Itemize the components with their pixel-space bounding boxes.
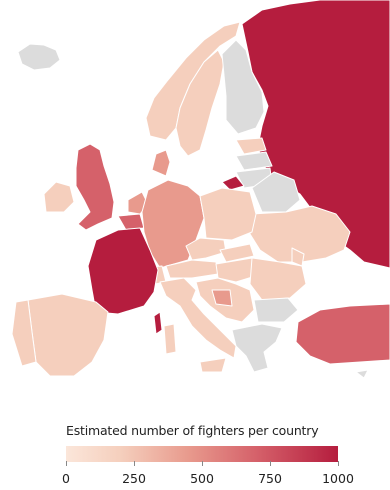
legend-tick-label: 500 xyxy=(190,471,214,486)
legend-tick-label: 1000 xyxy=(322,471,354,486)
region-cyprus xyxy=(355,369,369,379)
europe-map xyxy=(11,0,390,379)
region-sardinia xyxy=(163,323,177,355)
legend-tick-mark xyxy=(66,461,67,466)
region-greece xyxy=(231,323,283,373)
region-moldova xyxy=(291,247,305,267)
legend-tick-mark xyxy=(202,461,203,466)
region-slovakia xyxy=(219,243,255,263)
legend-title: Estimated number of fighters per country xyxy=(66,423,319,438)
region-bulgaria xyxy=(253,297,299,323)
region-uk xyxy=(75,143,115,231)
region-poland xyxy=(199,187,257,241)
region-sicily xyxy=(199,357,227,373)
legend-color-bar xyxy=(66,446,338,462)
region-portugal xyxy=(11,299,37,367)
region-denmark xyxy=(151,149,171,177)
region-corsica xyxy=(153,311,163,335)
region-sweden xyxy=(175,49,225,157)
region-iceland xyxy=(17,43,61,71)
region-france xyxy=(87,227,159,315)
legend-tick-label: 750 xyxy=(258,471,282,486)
region-bosnia xyxy=(211,289,233,307)
region-kaliningrad xyxy=(221,175,245,191)
region-russia xyxy=(241,0,390,269)
region-turkey xyxy=(295,303,390,365)
region-estonia xyxy=(235,137,267,155)
region-ukraine xyxy=(249,205,351,263)
region-italy xyxy=(159,277,237,359)
legend-tick-mark xyxy=(270,461,271,466)
legend-tick-label: 0 xyxy=(62,471,70,486)
legend-tick-label: 250 xyxy=(122,471,146,486)
region-finland xyxy=(221,39,265,135)
legend-tick-mark xyxy=(338,461,339,466)
region-romania xyxy=(249,257,307,301)
region-ireland xyxy=(43,181,75,213)
legend-tick-mark xyxy=(134,461,135,466)
region-belarus xyxy=(251,171,301,213)
region-latvia xyxy=(235,151,273,171)
region-spain xyxy=(27,293,109,377)
